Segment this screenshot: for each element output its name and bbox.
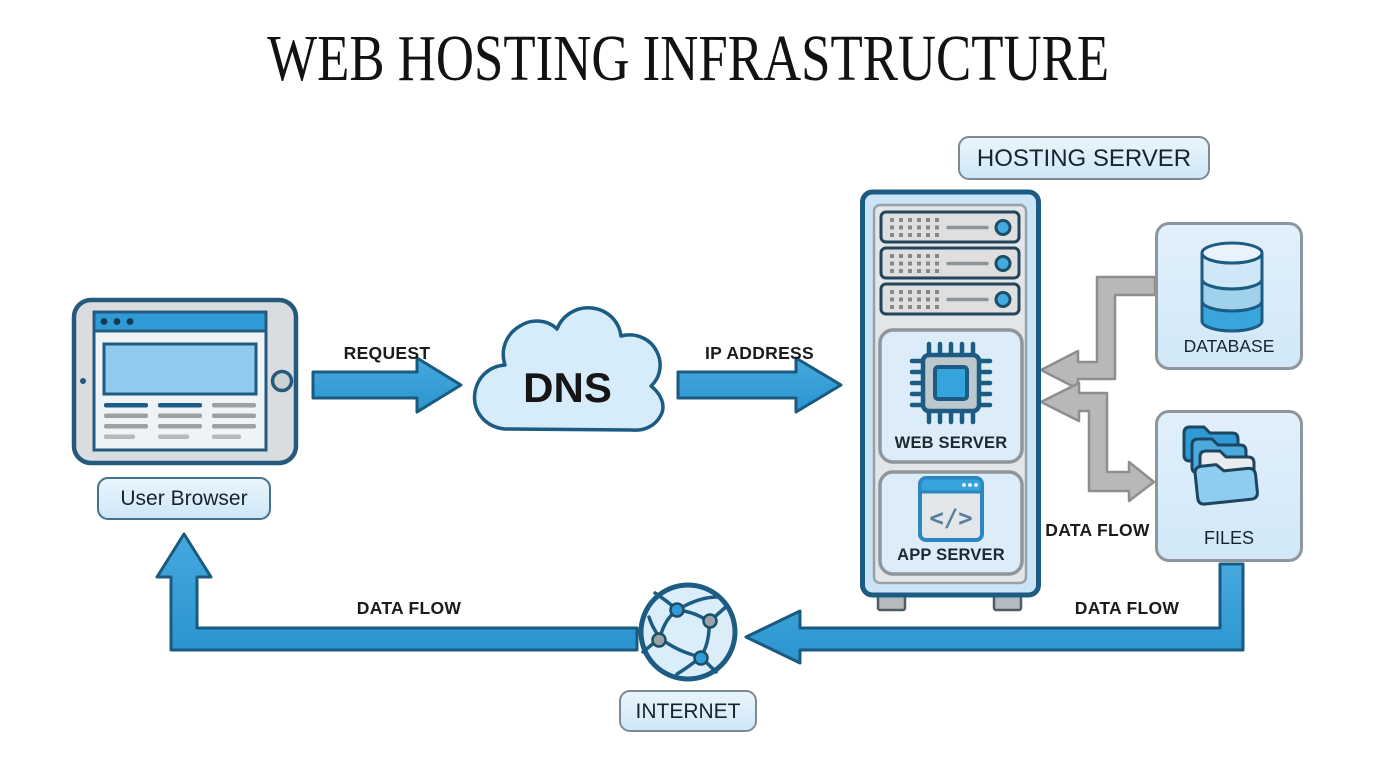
files-label: FILES — [1203, 528, 1255, 548]
internet-to-browser-arrow — [155, 532, 639, 652]
folders-stack-icon — [1182, 425, 1259, 506]
server-files-connector — [1039, 381, 1156, 503]
hosting-server-label: HOSTING SERVER — [958, 136, 1210, 180]
server-rack-icon — [879, 210, 1021, 316]
text-lines — [104, 403, 256, 439]
data-flow-right-label: DATA FLOW — [1045, 520, 1150, 540]
web-server-label: WEB SERVER — [894, 434, 1008, 452]
ip-address-arrow — [676, 356, 843, 414]
request-arrow — [311, 356, 463, 414]
internet-globe-icon — [638, 582, 738, 682]
data-flow-bottom-left-label: DATA FLOW — [356, 598, 462, 618]
dns-cloud-icon — [472, 306, 665, 432]
database-to-server-connector — [1039, 275, 1157, 391]
data-flow-bottom-right-label: DATA FLOW — [1074, 598, 1180, 618]
request-label: REQUEST — [343, 343, 431, 363]
cpu-chip-icon — [909, 341, 993, 425]
led-indicator-icon — [994, 219, 1012, 236]
files-to-internet-arrow — [744, 562, 1245, 665]
led-indicator-icon — [994, 291, 1012, 308]
files-box: FILES — [1155, 410, 1303, 562]
app-server-label: APP SERVER — [897, 546, 1005, 564]
database-cylinder-icon — [1200, 241, 1264, 333]
user-browser-label: User Browser — [97, 477, 271, 520]
ip-address-label: IP ADDRESS — [705, 343, 814, 363]
database-box: DATABASE — [1155, 222, 1303, 370]
database-label: DATABASE — [1183, 336, 1275, 356]
led-indicator-icon — [994, 255, 1012, 272]
app-window-code-icon: </> — [918, 476, 984, 542]
page-title: WEB HOSTING INFRASTRUCTURE — [267, 22, 1109, 95]
home-button-icon — [270, 369, 294, 393]
server-tower: </> — [860, 189, 1041, 612]
tablet-icon — [71, 297, 299, 466]
page-title-wrap: WEB HOSTING INFRASTRUCTURE — [0, 26, 1376, 92]
dns-label: DNS — [523, 364, 612, 411]
browser-window-icon — [80, 310, 294, 452]
svg-text:</>: </> — [929, 504, 972, 532]
internet-label: INTERNET — [619, 690, 757, 732]
